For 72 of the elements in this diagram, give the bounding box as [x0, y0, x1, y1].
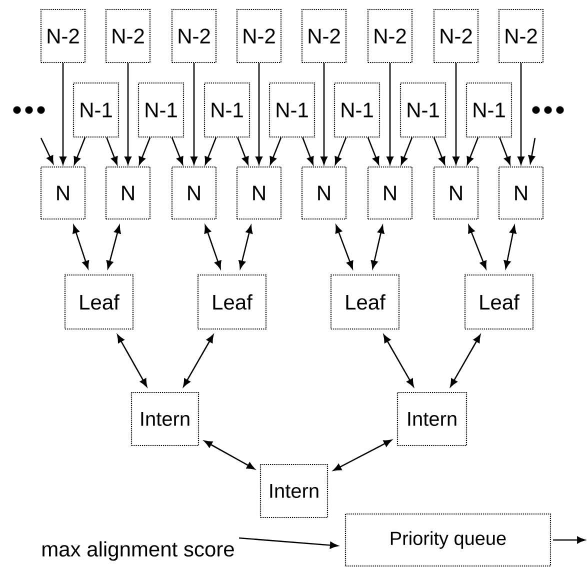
arrow — [106, 137, 118, 165]
process-box: N-2 — [301, 8, 347, 64]
arrow — [124, 63, 132, 165]
process-box: N-1 — [204, 82, 250, 138]
arrow — [74, 137, 86, 165]
arrow — [204, 440, 255, 470]
arrow — [452, 63, 460, 165]
process-box: Intern — [130, 392, 200, 446]
arrow — [302, 137, 314, 165]
arrow — [138, 137, 151, 165]
process-box: Leaf — [330, 274, 400, 330]
arrow — [333, 440, 392, 471]
arrow — [367, 137, 380, 165]
process-box: N-1 — [268, 82, 316, 138]
label-text: max alignment score — [42, 541, 234, 561]
arrow — [383, 334, 414, 387]
process-box: N — [367, 166, 413, 220]
process-box: Leaf — [197, 274, 267, 330]
arrow — [370, 225, 384, 269]
process-box: Leaf — [464, 274, 534, 330]
process-box: Intern — [396, 392, 468, 446]
process-box: N — [171, 166, 217, 220]
process-box: N — [236, 166, 282, 220]
arrow — [334, 137, 347, 165]
arrow — [40, 138, 54, 164]
arrow — [106, 225, 121, 269]
arrow — [518, 63, 524, 165]
arrow — [204, 137, 217, 165]
process-box: N-1 — [138, 82, 184, 138]
process-box: N — [498, 166, 544, 220]
process-box: N — [433, 166, 479, 220]
arrow — [504, 225, 516, 269]
arrow — [72, 225, 90, 269]
arrow — [499, 137, 511, 165]
process-box: Leaf — [64, 274, 134, 330]
arrow — [204, 225, 222, 269]
process-box: N-2 — [105, 8, 151, 64]
arrow — [335, 225, 354, 269]
arrow — [171, 137, 184, 165]
arrow — [238, 225, 253, 269]
arrow — [239, 537, 338, 549]
process-box: N — [40, 166, 86, 220]
process-box: N-2 — [498, 8, 544, 64]
arrow — [320, 63, 328, 165]
process-box: Priority queue — [344, 513, 552, 567]
arrow — [400, 137, 413, 165]
arrow — [237, 137, 249, 165]
arrow — [60, 63, 66, 165]
process-box: N-1 — [466, 82, 512, 138]
arrow — [450, 334, 481, 387]
arrow — [386, 63, 394, 165]
arrow — [468, 224, 487, 270]
arrow — [256, 63, 262, 165]
process-box: N-1 — [72, 82, 120, 138]
arrow — [190, 63, 198, 165]
process-box: N-1 — [400, 82, 446, 138]
arrow — [270, 137, 282, 165]
process-box: N — [105, 166, 151, 220]
arrow — [553, 536, 586, 544]
process-box: N-2 — [40, 8, 86, 64]
arrow — [433, 137, 446, 165]
process-box: N-1 — [334, 82, 380, 138]
process-box: N-2 — [433, 8, 479, 64]
process-box: Intern — [260, 464, 328, 518]
process-box: N-2 — [367, 8, 413, 64]
process-box: N — [301, 166, 347, 220]
arrow — [528, 138, 536, 164]
arrow — [466, 137, 479, 165]
arrow — [117, 334, 148, 387]
arrow — [183, 334, 214, 387]
process-box: N-2 — [236, 8, 282, 64]
process-box: N-2 — [171, 8, 217, 64]
